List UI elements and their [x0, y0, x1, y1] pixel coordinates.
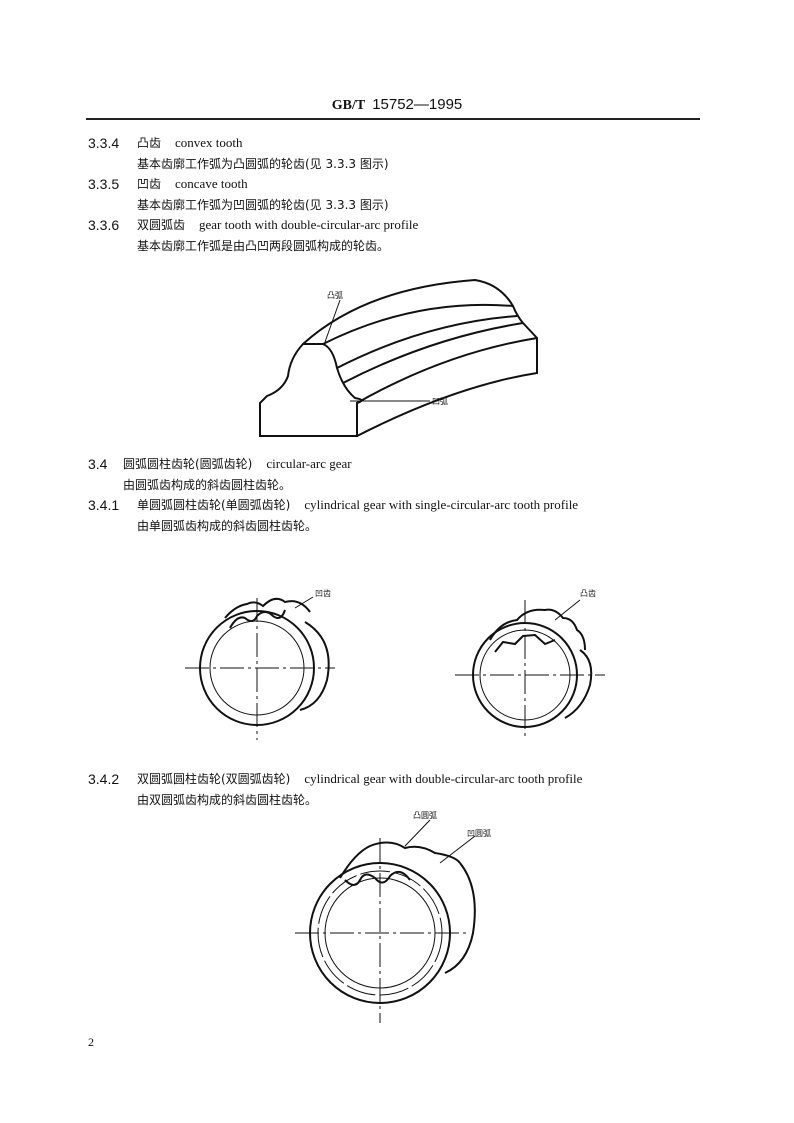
label-concave-arc: 凹弧 [432, 397, 448, 406]
label-convex-tooth: 凸齿 [580, 589, 596, 598]
term-cn: 凸齿 [137, 136, 162, 150]
definition: 基本齿廓工作弧是由凸凹两段圆弧构成的轮齿。 [137, 239, 390, 253]
label-convex-arc: 凸弧 [327, 291, 343, 300]
definition: 基本齿廓工作弧为凸圆弧的轮齿(见 3.3.3 图示) [137, 157, 389, 171]
definition: 基本齿廓工作弧为凹圆弧的轮齿(见 3.3.3 图示) [137, 198, 389, 212]
single-arc-convex-gear-figure: 凸齿 [455, 580, 625, 742]
term-en: gear tooth with double-circular-arc prof… [199, 217, 419, 232]
term-en: convex tooth [175, 135, 243, 150]
header-rule [86, 118, 700, 120]
page-number: 2 [88, 1035, 94, 1049]
term-en: cylindrical gear with double-circular-ar… [304, 771, 583, 786]
term-line: 单圆弧圆柱齿轮(单圆弧齿轮) cylindrical gear with sing… [137, 497, 578, 513]
term-cn: 单圆弧圆柱齿轮(单圆弧齿轮) [137, 498, 291, 512]
single-arc-concave-gear-figure: 凹齿 [185, 580, 355, 740]
term-cn: 双圆弧齿 [137, 218, 186, 232]
definition: 由圆弧齿构成的斜齿圆柱齿轮。 [123, 478, 292, 492]
term-line: 双圆弧齿 gear tooth with double-circular-arc … [137, 217, 418, 233]
page-header: GB/T 15752—1995 [0, 96, 794, 114]
label-concave-tooth: 凹齿 [315, 589, 331, 598]
term-line: 双圆弧圆柱齿轮(双圆弧齿轮) cylindrical gear with doub… [137, 771, 582, 787]
term-en: circular-arc gear [266, 456, 352, 471]
section-number: 3.3.4 [88, 135, 120, 151]
term-en: cylindrical gear with single-circular-ar… [304, 497, 579, 512]
definition: 由单圆弧齿构成的斜齿圆柱齿轮。 [137, 519, 318, 533]
term-cn: 圆弧圆柱齿轮(圆弧齿轮) [123, 457, 253, 471]
label-concave-arc: 凹圆弧 [467, 829, 491, 838]
double-arc-gear-figure: 凸圆弧 凹圆弧 [295, 808, 515, 1028]
label-convex-arc: 凸圆弧 [413, 811, 437, 820]
term-cn: 双圆弧圆柱齿轮(双圆弧齿轮) [137, 772, 291, 786]
standard-prefix: GB/T [331, 98, 366, 113]
term-en: concave tooth [175, 176, 248, 191]
definition: 由双圆弧齿构成的斜齿圆柱齿轮。 [137, 793, 318, 807]
term-line: 凹齿 concave tooth [137, 176, 248, 192]
section-number: 3.4.1 [88, 497, 120, 513]
section-number: 3.4.2 [88, 771, 120, 787]
section-number: 3.4 [88, 456, 108, 472]
standard-number: 15752—1995 [372, 96, 463, 113]
section-number: 3.3.5 [88, 176, 120, 192]
term-line: 圆弧圆柱齿轮(圆弧齿轮) circular-arc gear [123, 456, 352, 472]
term-line: 凸齿 convex tooth [137, 135, 243, 151]
section-number: 3.3.6 [88, 217, 120, 233]
term-cn: 凹齿 [137, 177, 162, 191]
tooth-profile-figure: 凸弧 凹弧 [255, 268, 555, 448]
